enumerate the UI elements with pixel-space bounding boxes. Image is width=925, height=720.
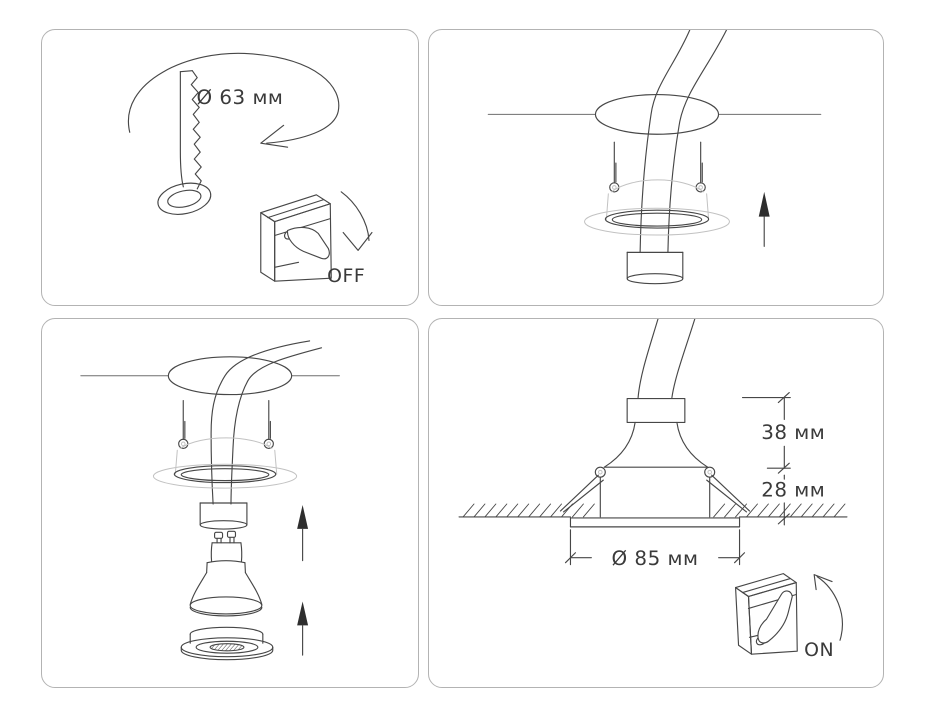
panel-step-4: 38 мм 28 мм Ø 85 мм xyxy=(428,318,884,688)
dimension-height xyxy=(741,392,791,474)
up-arrow-icon xyxy=(297,504,309,562)
panel-step-3 xyxy=(41,318,419,688)
ceiling-hatching xyxy=(462,503,846,518)
retaining-ring xyxy=(180,626,274,661)
trim-diameter-label: Ø 85 мм xyxy=(611,547,698,570)
ceiling-section xyxy=(458,503,848,518)
ceiling-section xyxy=(487,93,822,135)
panel-step-2 xyxy=(428,29,884,306)
panel-step-1: Ø 63 мм OFF xyxy=(41,29,419,306)
housing-cup xyxy=(605,179,710,221)
power-switch-on-icon xyxy=(734,573,798,655)
spring-clips xyxy=(178,399,274,449)
step-1-drawing: Ø 63 мм OFF xyxy=(127,52,373,287)
power-state-label: OFF xyxy=(327,265,365,287)
up-arrow-icon-2 xyxy=(297,601,309,656)
driver-box xyxy=(199,502,248,530)
ceiling-section xyxy=(80,356,340,396)
hole-saw-icon xyxy=(157,70,212,215)
recess-depth-label: 28 мм xyxy=(761,479,825,502)
step-4-drawing: 38 мм 28 мм Ø 85 мм xyxy=(458,319,848,661)
power-cable xyxy=(639,30,728,253)
power-state-label: ON xyxy=(804,639,834,661)
housing-cup xyxy=(174,437,278,475)
step-3-drawing xyxy=(80,340,340,661)
trim-plate xyxy=(569,517,741,528)
turn-on-arrow-icon xyxy=(813,574,843,641)
power-switch-off-icon xyxy=(260,194,332,282)
spring-arms xyxy=(559,474,751,513)
hole-diameter-label: Ø 63 мм xyxy=(196,86,283,109)
trim-ring xyxy=(152,463,298,489)
rotation-arrow-icon xyxy=(127,52,340,148)
dimension-depth xyxy=(777,474,790,526)
gu10-bulb-icon xyxy=(189,530,263,617)
step-2-drawing xyxy=(487,30,822,285)
dimension-diameter xyxy=(564,529,746,566)
driver-box xyxy=(626,251,684,285)
power-cable xyxy=(637,319,696,399)
turn-off-arrow-icon xyxy=(340,191,373,251)
power-cable xyxy=(210,340,323,505)
trim-ring xyxy=(584,207,730,236)
fixture-body xyxy=(594,397,716,518)
up-arrow-icon xyxy=(758,191,770,247)
fixture-height-label: 38 мм xyxy=(761,421,825,444)
spring-clips xyxy=(609,141,706,193)
